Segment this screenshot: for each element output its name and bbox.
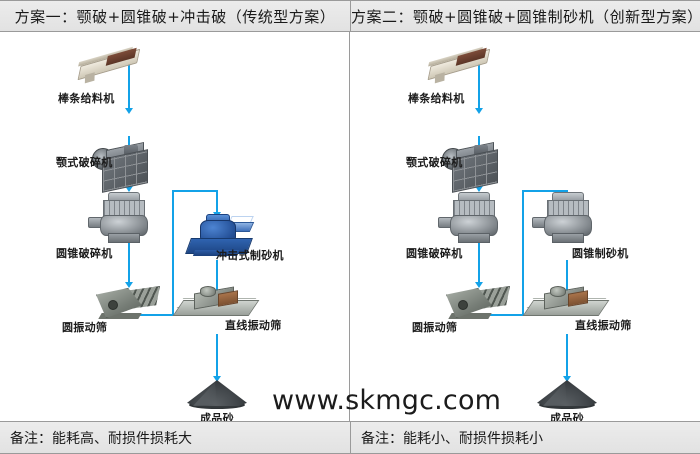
left-scheme-panel: 棒条给料机 颚式破碎机 圆锥破碎机 冲击式制砂机 圆振动筛 直线振动筛 <box>0 32 350 425</box>
flow-line-lscreen-to-product <box>216 334 218 378</box>
right-scheme-note: 备注：能耗小、耐损件损耗小 <box>361 430 543 447</box>
flow-line-riser-to-sander <box>522 190 524 316</box>
flow-arrow-lscreen-to-product <box>563 376 571 382</box>
right-scheme-title: 方案二：颚破+圆锥破+圆锥制砂机（创新型方案） <box>351 7 700 26</box>
linear-vibrating-screen-icon <box>172 284 260 320</box>
flow-arrow-feeder-to-jaw <box>125 108 133 114</box>
flow-line-riser-top <box>522 190 568 192</box>
site-watermark: www.skmgc.com <box>272 385 502 416</box>
flow-arrow-lscreen-to-product <box>213 376 221 382</box>
label-cone-sand-maker: 圆锥制砂机 <box>572 247 629 260</box>
panel-divider <box>349 32 350 421</box>
flow-arrow-cone-to-cscreen <box>125 282 133 288</box>
flow-line-feeder-to-jaw <box>478 62 480 110</box>
label-linear-screen: 直线振动筛 <box>575 319 632 332</box>
flow-arrow-jaw-to-cone <box>475 186 483 192</box>
label-circular-screen: 圆振动筛 <box>412 321 458 334</box>
flow-arrow-cone-to-cscreen <box>475 282 483 288</box>
sand-pile-icon <box>537 380 597 410</box>
impact-sand-maker-icon <box>185 214 255 260</box>
header-bar: 方案一：颚破+圆锥破+冲击破（传统型方案） 方案二：颚破+圆锥破+圆锥制砂机（创… <box>0 0 700 32</box>
bar-feeder-icon <box>76 44 143 86</box>
left-scheme-note: 备注：能耗高、耐损件损耗大 <box>10 430 192 447</box>
cone-crusher-icon <box>88 192 152 244</box>
bar-feeder-icon <box>426 44 493 86</box>
label-jaw-crusher: 颚式破碎机 <box>56 156 113 169</box>
footer-cell-left: 备注：能耗高、耐损件损耗大 <box>0 422 350 453</box>
flow-line-riser-top <box>172 190 218 192</box>
header-cell-right: 方案二：颚破+圆锥破+圆锥制砂机（创新型方案） <box>350 1 700 31</box>
label-cone-crusher: 圆锥破碎机 <box>406 247 463 260</box>
flow-line-riser-to-sander <box>172 190 174 316</box>
label-jaw-crusher: 颚式破碎机 <box>406 156 463 169</box>
flow-line-cscreen-right <box>128 314 174 316</box>
flow-line-feeder-to-jaw <box>128 62 130 110</box>
circular-vibrating-screen-icon <box>96 284 160 324</box>
jaw-crusher-icon <box>442 140 498 193</box>
flow-line-cone-to-cscreen <box>478 238 480 284</box>
flow-line-into-sander <box>216 190 218 214</box>
cone-crusher-icon <box>438 192 502 244</box>
cone-sand-maker-icon <box>532 192 596 244</box>
footer-bar: 备注：能耗高、耐损件损耗大 备注：能耗小、耐损件损耗小 <box>0 421 700 454</box>
flow-line-lscreen-to-product <box>566 334 568 378</box>
left-scheme-title: 方案一：颚破+圆锥破+冲击破（传统型方案） <box>14 7 336 26</box>
flow-line-cscreen-right <box>478 314 524 316</box>
linear-vibrating-screen-icon <box>522 284 610 320</box>
flow-arrow-feeder-to-jaw <box>475 108 483 114</box>
flow-line-sander-to-lscreen <box>566 260 568 310</box>
label-bar-feeder: 棒条给料机 <box>408 92 465 105</box>
circular-vibrating-screen-icon <box>446 284 510 324</box>
footer-cell-right: 备注：能耗小、耐损件损耗小 <box>350 422 700 453</box>
sand-pile-icon <box>187 380 247 410</box>
header-cell-left: 方案一：颚破+圆锥破+冲击破（传统型方案） <box>0 1 350 31</box>
label-bar-feeder: 棒条给料机 <box>58 92 115 105</box>
flow-arrow-jaw-to-cone <box>125 186 133 192</box>
right-scheme-panel: 棒条给料机 颚式破碎机 圆锥破碎机 圆锥制砂机 圆振动筛 直线振动筛 <box>350 32 700 425</box>
label-impact-sand-maker: 冲击式制砂机 <box>216 249 284 262</box>
flow-line-sander-to-lscreen <box>216 260 218 310</box>
label-cone-crusher: 圆锥破碎机 <box>56 247 113 260</box>
flow-line-cone-to-cscreen <box>128 238 130 284</box>
label-linear-screen: 直线振动筛 <box>225 319 282 332</box>
jaw-crusher-icon <box>92 140 148 193</box>
label-circular-screen: 圆振动筛 <box>62 321 108 334</box>
